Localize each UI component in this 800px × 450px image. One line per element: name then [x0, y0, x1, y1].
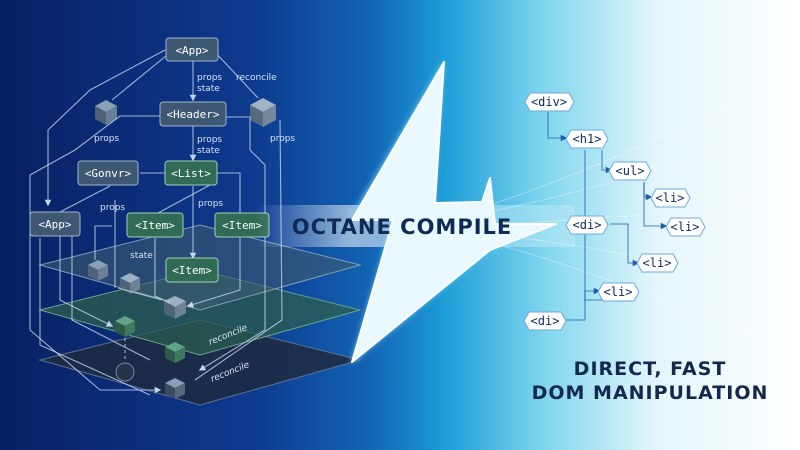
caption-line-1: DIRECT, FAST	[573, 358, 727, 380]
cube-group	[88, 98, 276, 399]
dom-node-label: <di>	[573, 218, 602, 232]
node-header-label: <Header>	[167, 108, 220, 121]
cube-icon	[250, 98, 276, 127]
node-app-top: <App>	[165, 37, 219, 62]
edge-label-props: props	[197, 73, 222, 83]
dom-node-li: <li>	[636, 253, 679, 273]
edge-label-state: state	[197, 146, 220, 156]
layer-stack	[38, 224, 362, 406]
left-tree-edges	[29, 49, 283, 396]
dom-node-label: <di>	[531, 314, 560, 328]
dom-node-di: <di>	[565, 215, 609, 235]
cube-icon	[95, 100, 117, 125]
node-app-top-label: <App>	[175, 44, 208, 57]
lightning-bolt-icon	[351, 61, 557, 363]
node-item-c: <Item>	[165, 257, 219, 283]
node-gonvr-label: <Gonvr>	[85, 167, 132, 180]
node-dot	[115, 362, 135, 382]
node-gonvr: <Gonvr>	[77, 160, 139, 186]
node-item-b-label: <Item>	[222, 219, 262, 232]
node-item-a: <Item>	[126, 212, 184, 238]
dom-node-label: <h1>	[573, 132, 602, 146]
edge-label-props: props	[94, 134, 119, 144]
dom-node-li: <li>	[650, 188, 691, 208]
dom-node-label: <li>	[671, 220, 700, 234]
caption-line-2: DOM MANIPULATION	[531, 382, 769, 404]
node-app-left-label: <App>	[38, 218, 71, 231]
node-app-left: <App>	[29, 211, 81, 237]
cube-icon	[120, 273, 140, 294]
edge-label-props: props	[197, 135, 222, 145]
dom-node-label: <div>	[531, 95, 567, 109]
dom-node-div: <div>	[524, 92, 575, 112]
cube-icon	[115, 316, 135, 337]
dom-node-label: <ul>	[616, 164, 645, 178]
dom-node-ul: <ul>	[608, 161, 652, 181]
cube-icon	[164, 296, 186, 319]
dom-node-label: <li>	[656, 191, 685, 205]
node-list-label: <List>	[171, 167, 211, 180]
edge-label-state: state	[197, 84, 220, 94]
edge-label-reconcile: reconcile	[236, 73, 277, 83]
cube-icon	[165, 378, 185, 399]
node-list: <List>	[164, 160, 218, 186]
cube-icon	[88, 260, 108, 281]
node-header: <Header>	[159, 101, 227, 127]
cube-icon	[165, 342, 185, 363]
dom-node-li: <li>	[597, 282, 640, 302]
dom-node-li: <li>	[665, 217, 706, 237]
compile-arrow: OCTANE COMPILE	[255, 60, 575, 365]
edge-label-props: props	[270, 134, 295, 144]
dom-node-h1: <h1>	[565, 129, 609, 149]
dom-node-label: <li>	[643, 256, 672, 270]
right-tree-nodes: <div> <h1> <ul> <li> <li> <di> <li> <li	[523, 92, 706, 331]
right-tree-edges	[547, 112, 668, 321]
dom-node-label: <li>	[604, 285, 633, 299]
edge-label-state: state	[130, 251, 153, 261]
node-item-c-label: <Item>	[172, 264, 212, 277]
edge-label-props: props	[100, 203, 125, 213]
compile-label: OCTANE COMPILE	[292, 215, 513, 239]
dom-node-di: <di>	[523, 311, 567, 331]
edge-label-props: props	[198, 199, 223, 209]
node-item-a-label: <Item>	[135, 219, 175, 232]
